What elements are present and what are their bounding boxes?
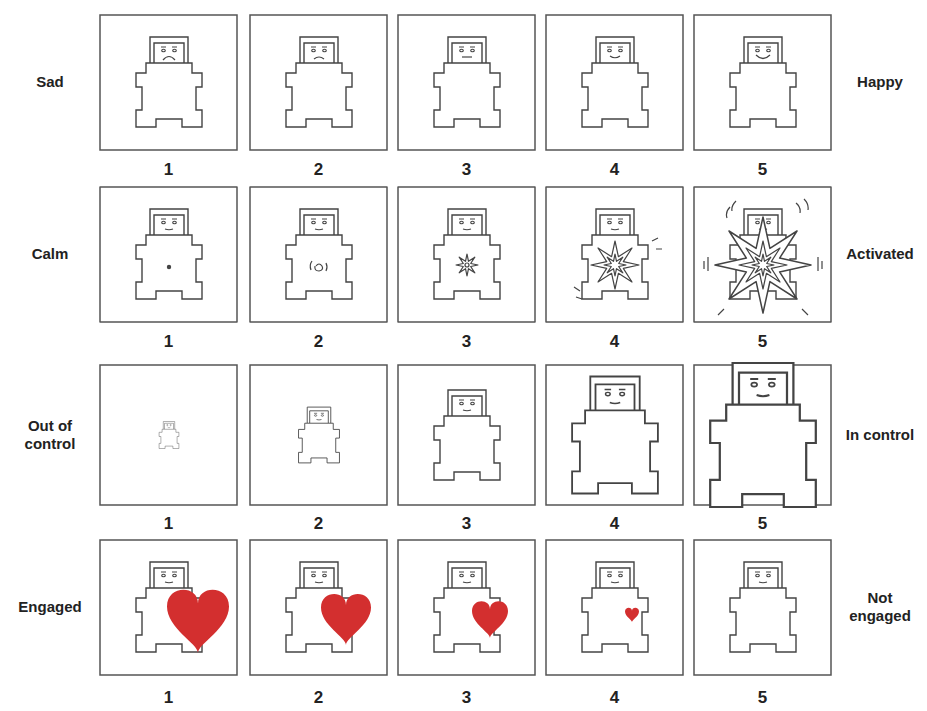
scale-number: 1 xyxy=(149,688,189,708)
scale-number: 4 xyxy=(595,332,635,352)
scale-number: 1 xyxy=(149,332,189,352)
scale-number: 2 xyxy=(299,688,339,708)
scale-anchor-label: In control xyxy=(840,426,920,444)
scale-number: 3 xyxy=(447,160,487,180)
scale-number: 2 xyxy=(299,160,339,180)
scale-number: 5 xyxy=(743,332,783,352)
engagement-row xyxy=(100,540,831,675)
scale-number: 3 xyxy=(447,332,487,352)
scale-anchor-label: Not engaged xyxy=(840,589,920,625)
scale-number: 1 xyxy=(149,160,189,180)
scale-anchor-label: Calm xyxy=(12,245,88,263)
dominance-row xyxy=(100,363,831,507)
scale-number: 2 xyxy=(299,332,339,352)
scale-anchor-label: Out of control xyxy=(12,417,88,453)
scale-anchor-label: Engaged xyxy=(12,598,88,616)
scale-number: 5 xyxy=(743,514,783,534)
scale-number: 2 xyxy=(299,514,339,534)
scale-number: 3 xyxy=(447,688,487,708)
scale-number: 4 xyxy=(595,160,635,180)
valence-row xyxy=(100,15,831,150)
scale-number: 1 xyxy=(149,514,189,534)
scale-number: 3 xyxy=(447,514,487,534)
scale-number: 4 xyxy=(595,514,635,534)
scale-number: 5 xyxy=(743,160,783,180)
scale-anchor-label: Sad xyxy=(12,73,88,91)
scale-anchor-label: Activated xyxy=(840,245,920,263)
scale-number: 5 xyxy=(743,688,783,708)
scale-anchor-label: Happy xyxy=(840,73,920,91)
scale-number: 4 xyxy=(595,688,635,708)
arousal-row xyxy=(100,187,831,322)
